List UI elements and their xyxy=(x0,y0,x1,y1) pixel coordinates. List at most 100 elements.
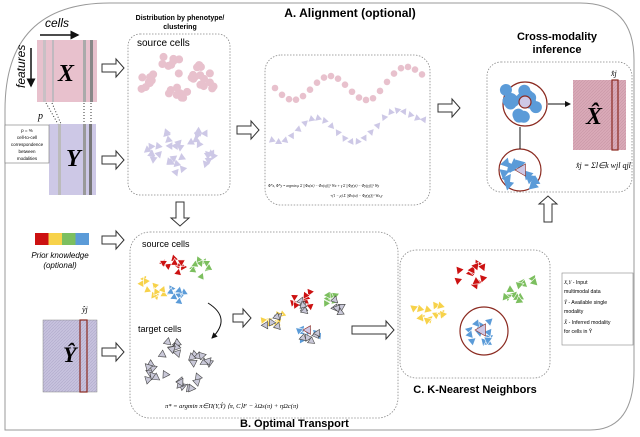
cell-triangle xyxy=(196,271,205,281)
cell-triangle xyxy=(505,284,516,293)
cell-circle xyxy=(306,86,314,93)
cell-triangle xyxy=(162,369,171,379)
cell-triangle xyxy=(210,152,218,161)
svg-text:X̂ - Inferred modality: X̂ - Inferred modality xyxy=(563,319,611,326)
cell-circle xyxy=(292,96,300,103)
source-cells-label: source cells xyxy=(137,38,190,49)
cell-triangle xyxy=(204,262,214,271)
cell-triangle xyxy=(143,285,153,294)
inference-box xyxy=(486,61,633,193)
cell-circle xyxy=(138,73,147,82)
ot-source-label: source cells xyxy=(142,239,190,249)
cell-triangle xyxy=(315,114,322,121)
cell-triangle xyxy=(464,329,474,339)
cell-circle xyxy=(299,92,307,100)
cell-circle xyxy=(320,74,328,81)
cell-triangle xyxy=(525,174,536,185)
svg-text:modalities: modalities xyxy=(17,156,38,161)
cell-triangle xyxy=(335,129,342,137)
prior-color-swatch xyxy=(62,233,76,245)
cell-triangle xyxy=(198,351,207,361)
cell-triangle xyxy=(479,274,489,284)
ot-target-label: target cells xyxy=(138,324,182,334)
cell-triangle xyxy=(194,126,203,134)
cell-triangle xyxy=(167,345,176,355)
cell-triangle xyxy=(275,138,283,144)
yhat-matrix: Ŷ ŷj xyxy=(42,305,98,393)
cell-circle xyxy=(418,71,426,78)
cell-triangle xyxy=(355,137,362,145)
cell-triangle xyxy=(327,122,335,129)
alignment-title: A. Alignment (optional) xyxy=(284,6,416,20)
cell-triangle xyxy=(528,276,539,287)
cell-triangle xyxy=(188,359,198,368)
cell-triangle xyxy=(514,281,525,291)
cell-circle xyxy=(285,95,293,103)
cell-triangle xyxy=(188,352,197,361)
cell-triangle xyxy=(154,151,162,159)
inference-formula: x̂j = Σl∈k wjl qjl xyxy=(575,161,632,170)
cell-triangle xyxy=(514,295,525,304)
cell-triangle xyxy=(394,107,402,115)
cell-triangle xyxy=(175,377,184,387)
ot-title: B. Optimal Transport xyxy=(240,418,349,430)
cell-triangle xyxy=(165,142,173,150)
svg-text:Y: Y xyxy=(66,146,83,172)
cell-triangle xyxy=(332,304,341,313)
flow-arrow xyxy=(537,195,559,223)
ot-formula: π* = argmin π∈Π(Y,Ŷ) ⟨π, C⟩F − λΩs(π) + … xyxy=(165,402,298,410)
cell-circle xyxy=(196,71,205,80)
alignment-box xyxy=(264,54,431,206)
svg-text:multimodal data: multimodal data xyxy=(564,289,601,295)
cell-triangle xyxy=(166,157,174,165)
cell-triangle xyxy=(188,265,198,274)
cell-triangle xyxy=(483,317,494,327)
svg-text:cell-to-cell: cell-to-cell xyxy=(17,135,37,140)
prior-label: Prior knowledge xyxy=(31,251,89,260)
cell-triangle xyxy=(157,349,167,358)
flow-arrow xyxy=(101,57,125,79)
cell-triangle xyxy=(308,115,316,122)
prior-color-swatch xyxy=(48,233,62,245)
cell-circle xyxy=(271,84,279,92)
cell-triangle xyxy=(171,168,179,177)
source-cells-box xyxy=(127,33,231,196)
cell-triangle xyxy=(323,299,332,308)
cell-triangle xyxy=(148,142,156,151)
cell-circle xyxy=(517,110,530,123)
cells-label: cells xyxy=(45,16,69,30)
cell-triangle xyxy=(419,116,427,124)
cell-triangle xyxy=(173,267,182,277)
cell-circle xyxy=(334,75,342,83)
cell-triangle xyxy=(439,310,449,320)
flow-arrow xyxy=(351,319,395,341)
cell-triangle xyxy=(530,175,541,185)
cell-circle xyxy=(169,57,178,66)
cell-triangle xyxy=(203,357,212,366)
prior-knowledge-colors xyxy=(35,233,89,245)
cell-triangle xyxy=(188,383,197,393)
cell-triangle xyxy=(204,157,213,165)
cell-triangle xyxy=(165,135,173,143)
cell-triangle xyxy=(179,165,188,174)
cell-triangle xyxy=(151,372,161,381)
cell-triangle xyxy=(302,325,311,335)
cell-triangle xyxy=(187,137,195,145)
cell-triangle xyxy=(388,108,395,116)
svg-text:Ŷ: Ŷ xyxy=(63,342,79,367)
cell-circle xyxy=(499,83,512,96)
cell-triangle xyxy=(268,318,277,327)
cell-triangle xyxy=(162,337,172,346)
cell-triangle xyxy=(176,144,185,152)
legend: X,Y - Input multimodal data Ŷ - Availabl… xyxy=(563,280,611,335)
flow-arrow xyxy=(169,201,191,227)
inference-title-2: inference xyxy=(533,44,582,56)
cell-circle xyxy=(355,94,363,101)
cell-circle xyxy=(164,61,173,70)
cell-circle xyxy=(183,87,192,96)
outer-border xyxy=(4,2,635,431)
cell-triangle xyxy=(295,327,304,336)
cell-triangle xyxy=(157,284,166,294)
cell-circle xyxy=(313,79,321,86)
transport-arrow xyxy=(207,302,222,339)
